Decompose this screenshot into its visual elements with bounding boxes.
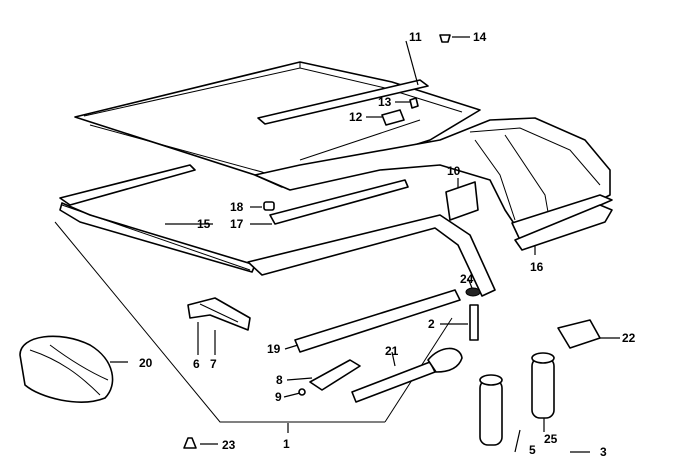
callout-6: 6: [193, 357, 200, 371]
wrench-tool-icon: [351, 347, 463, 403]
washer-icon: [465, 287, 481, 297]
guide-cap-icon: [557, 319, 601, 349]
locating-pin-icon: [469, 304, 479, 341]
callout-19: 19: [267, 342, 281, 356]
callout-15: 15: [197, 217, 211, 231]
callout-16: 16: [530, 260, 544, 274]
callout-18: 18: [230, 200, 244, 214]
callout-2: 2: [428, 317, 435, 331]
trim-strip-icon: [269, 179, 409, 225]
callout-25: 25: [544, 432, 558, 446]
group-outline-left: [54, 221, 385, 423]
strip-19-icon: [294, 289, 461, 353]
callout-3: 3: [600, 445, 607, 459]
bracket-icon: [381, 109, 405, 126]
callout-14: 14: [473, 30, 487, 44]
callout-9: 9: [275, 390, 282, 404]
callout-21: 21: [385, 344, 399, 358]
callouts: 11 14 13 12 10 18 15 17 16 24 2 22 19 21…: [139, 30, 636, 459]
screw-icon: [409, 97, 419, 109]
callout-1: 1: [283, 437, 290, 451]
rear-seal-icon: [514, 204, 613, 251]
callout-17: 17: [230, 217, 244, 231]
callout-11: 11: [409, 30, 422, 44]
callout-23: 23: [222, 438, 236, 452]
callout-8: 8: [276, 373, 283, 387]
callout-13: 13: [378, 95, 392, 109]
mount-bracket-icon: [187, 297, 251, 331]
cover-plate-icon: [445, 181, 479, 221]
callout-7: 7: [210, 357, 217, 371]
storage-cover-icon: [19, 335, 114, 403]
latch-screw-icon: [298, 388, 306, 396]
latch-icon: [309, 359, 361, 391]
callout-10: 10: [447, 164, 461, 178]
rubber-stop-icon: [183, 437, 197, 449]
side-frame-icon: [59, 164, 496, 297]
clip-icon: [263, 201, 275, 211]
roof-panel-icon: [74, 61, 481, 188]
screw-top-icon: [439, 34, 451, 43]
post-right-icon: [531, 352, 555, 419]
callout-22: 22: [622, 331, 636, 345]
callout-5: 5: [529, 443, 536, 457]
callout-20: 20: [139, 356, 153, 370]
leader-lines: [110, 36, 620, 453]
hardtop-shell-icon: [254, 117, 613, 241]
callout-12: 12: [349, 110, 363, 124]
post-left-icon: [479, 374, 503, 446]
callout-24: 24: [460, 272, 474, 286]
